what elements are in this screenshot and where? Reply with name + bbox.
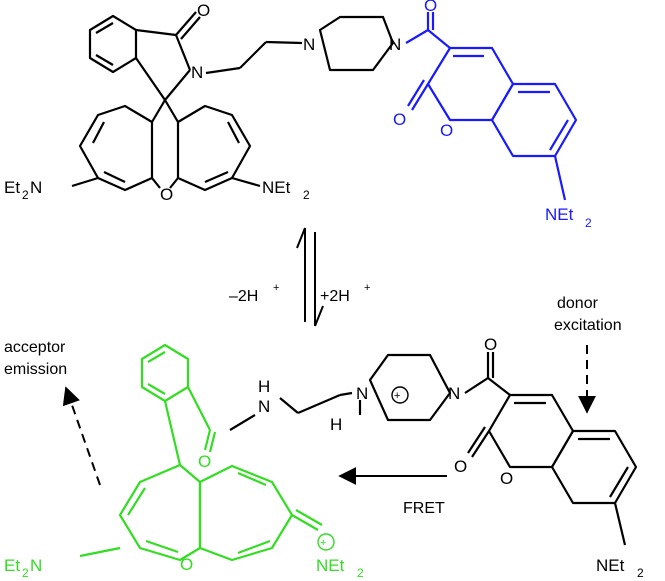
svg-text:NEt: NEt bbox=[545, 205, 574, 224]
piperazine-amide-nitrogen: N bbox=[448, 384, 460, 403]
fret-label: FRET bbox=[403, 500, 445, 517]
svg-text:2: 2 bbox=[22, 188, 29, 202]
lactam-oxygen: O bbox=[197, 1, 210, 20]
bottom-coumarin-lactone-oxygen: O bbox=[454, 457, 467, 476]
left-diethylamino-bottom: Et 2 N bbox=[4, 556, 42, 580]
piperazine-nitrogen-right: N bbox=[389, 35, 401, 54]
bottom-coumarin-ring-oxygen: O bbox=[500, 469, 513, 488]
coumarin-diethylamino-top: NEt 2 bbox=[545, 205, 592, 230]
svg-text:Et: Et bbox=[4, 556, 20, 575]
piperazinium-nitrogen: N bbox=[356, 384, 368, 403]
svg-text:N: N bbox=[30, 178, 42, 197]
donor-excitation-line1: donor bbox=[557, 295, 599, 312]
svg-text:+: + bbox=[394, 390, 400, 402]
right-diethylamino-top: NEt 2 bbox=[262, 178, 310, 202]
coumarin-ring-oxygen: O bbox=[440, 121, 453, 140]
piperazinium-hydrogen: H bbox=[330, 415, 342, 434]
amide-nitrogen: N bbox=[258, 397, 270, 416]
acceptor-emission-line1: acceptor bbox=[4, 339, 66, 356]
svg-text:2: 2 bbox=[357, 566, 364, 580]
svg-text:+: + bbox=[273, 282, 279, 294]
xanthene-oxygen: O bbox=[160, 185, 173, 204]
svg-text:+: + bbox=[320, 537, 326, 549]
lactam-nitrogen: N bbox=[191, 63, 203, 82]
open-xanthene-oxygen: O bbox=[180, 555, 193, 574]
amide-nitrogen-h: H bbox=[258, 377, 270, 396]
coumarin-diethylamino-bottom: NEt 2 bbox=[596, 556, 644, 580]
spirolactam-rhodamine bbox=[71, 11, 395, 192]
donor-excitation-line2: excitation bbox=[554, 317, 622, 334]
iminium-group: NEt 2 + bbox=[316, 533, 364, 580]
deprotonation-label: –2H + bbox=[229, 282, 279, 305]
coumarin-donor bbox=[405, 12, 578, 201]
equilibrium-arrows bbox=[296, 227, 324, 327]
amide-oxygen: O bbox=[198, 452, 211, 471]
open-rhodamine bbox=[79, 343, 323, 562]
svg-text:Et: Et bbox=[4, 178, 20, 197]
coumarin-bottom bbox=[467, 393, 638, 546]
svg-text:+: + bbox=[364, 282, 370, 294]
piperazinium-charge: + bbox=[391, 386, 409, 404]
svg-text:NEt: NEt bbox=[316, 556, 345, 575]
bottom-carbonyl-oxygen: O bbox=[484, 335, 497, 354]
svg-text:NEt: NEt bbox=[262, 178, 291, 197]
svg-text:+2H: +2H bbox=[320, 288, 350, 305]
acceptor-emission-line2: emission bbox=[4, 361, 67, 378]
svg-text:2: 2 bbox=[637, 566, 644, 580]
svg-text:2: 2 bbox=[22, 566, 29, 580]
piperazine-nitrogen-left: N bbox=[303, 35, 315, 54]
svg-text:2: 2 bbox=[585, 216, 592, 230]
coumarin-lactone-carbonyl-oxygen: O bbox=[393, 110, 406, 129]
acceptor-emission-arrow bbox=[62, 386, 101, 486]
protonation-label: +2H + bbox=[320, 282, 370, 305]
svg-text:NEt: NEt bbox=[596, 556, 625, 575]
svg-text:2: 2 bbox=[303, 188, 310, 202]
left-diethylamino-top: Et 2 N bbox=[4, 178, 42, 202]
protonated-linker bbox=[229, 352, 511, 431]
coumarin-carbonyl-oxygen: O bbox=[424, 0, 437, 15]
svg-text:N: N bbox=[30, 556, 42, 575]
svg-text:–2H: –2H bbox=[229, 288, 258, 305]
